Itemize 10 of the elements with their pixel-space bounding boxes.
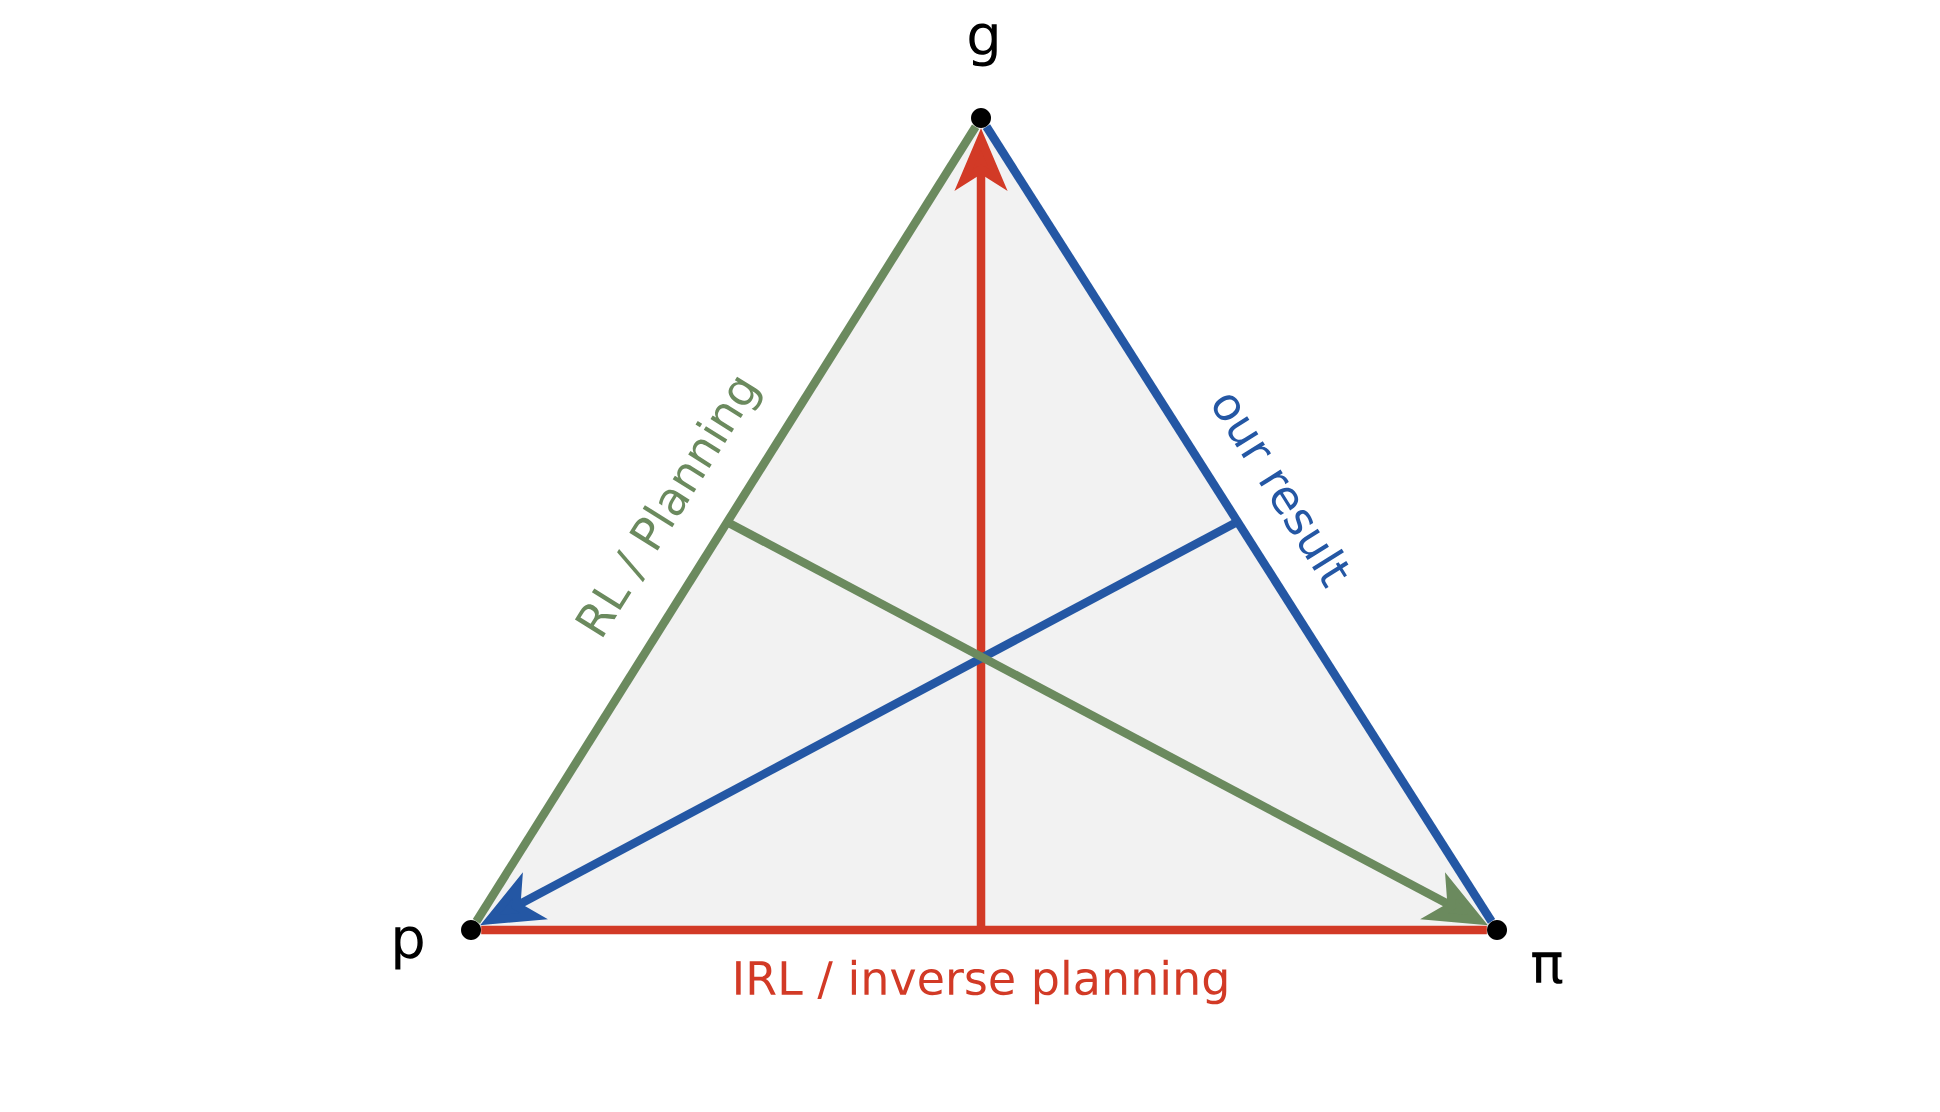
edge-label: IRL / inverse planning — [736, 959, 1227, 1005]
vertex-dot — [971, 108, 991, 128]
vertex-label: g — [969, 23, 997, 67]
vertex-dot — [1487, 920, 1507, 940]
line — [472, 124, 980, 924]
vertex-label: p — [395, 926, 423, 970]
vertex-label: π — [1532, 952, 1563, 984]
line — [982, 124, 1496, 924]
line — [481, 925, 1487, 935]
vertex-dot — [461, 920, 481, 940]
